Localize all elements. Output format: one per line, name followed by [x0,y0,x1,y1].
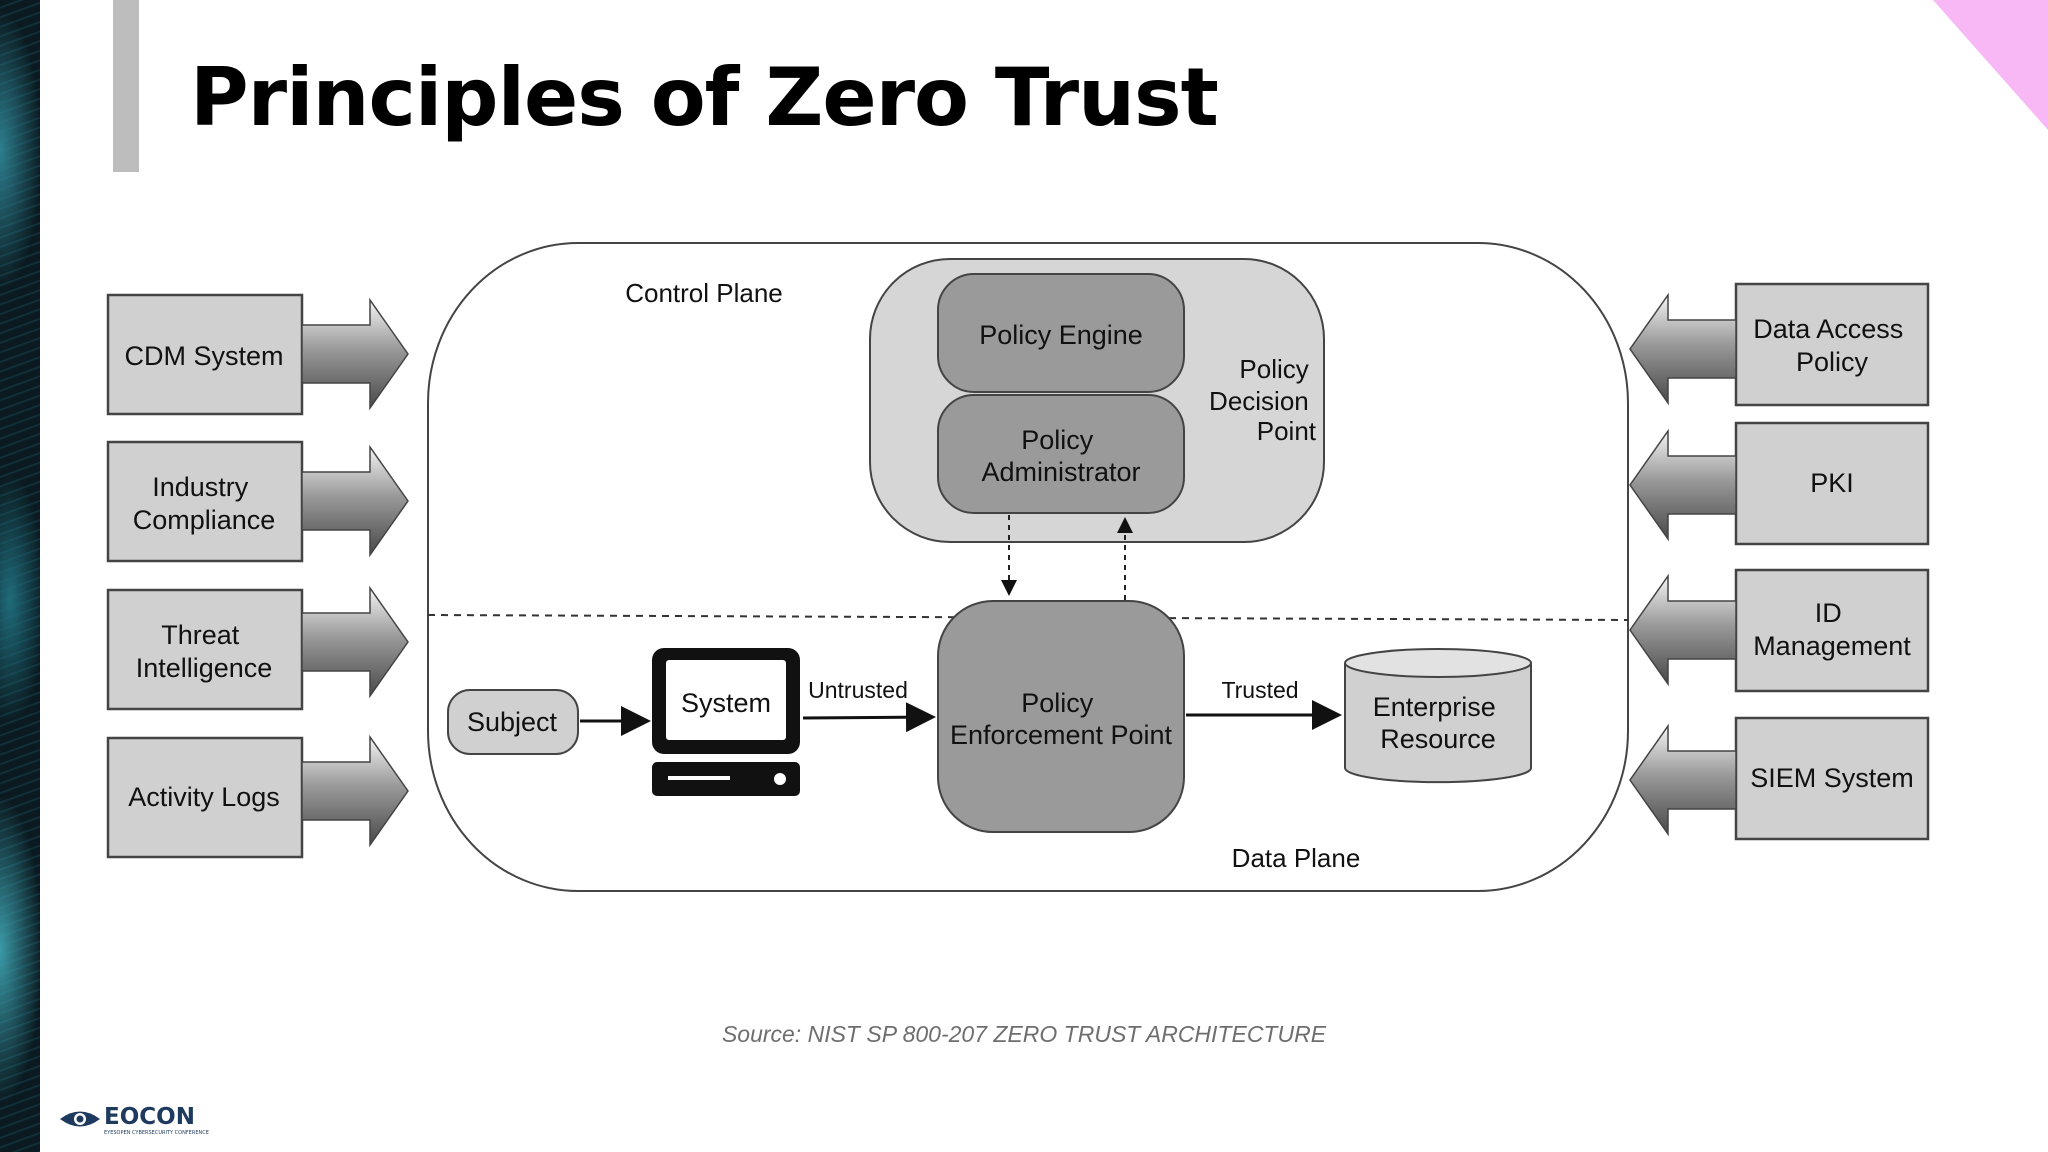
policy-enforcement-point-label: Policy Enforcement Point [950,688,1173,750]
left-arrow-icon [1629,723,1737,837]
policy-engine-box [937,273,1185,393]
enterprise-resource-cylinder [1344,648,1532,784]
computer-icon [652,648,800,796]
untrusted-label: Untrusted [808,677,908,703]
subject-box [447,689,579,755]
left-arrow-icon [1629,428,1737,542]
right-arrow-icon [301,444,409,558]
input-cdm-system: CDM System [106,293,409,416]
left-arrow-icon [1629,292,1737,406]
logo-wordmark: EOCON [104,1104,195,1130]
svg-text:ID Management: ID Management [1753,598,1911,661]
left-arrow-icon [1629,573,1737,687]
eocon-logo: EOCON EYESOPEN CYBERSECURITY CONFERENCE [58,1100,228,1140]
system-label: System [681,688,771,718]
control-plane-label: Control Plane [625,278,783,308]
policy-administrator-label: Policy Administrator [981,425,1140,487]
title-accent-bar [113,0,139,172]
input-activity-logs: Activity Logs [106,734,409,859]
right-arrow-icon [301,297,409,411]
decorative-side-strip [0,0,40,1152]
svg-text:Data Access Policy: Data Access Policy [1753,314,1911,377]
policy-enforcement-point-box [937,600,1185,833]
svg-text:PKI: PKI [1810,468,1854,498]
data-plane-label: Data Plane [1232,843,1361,873]
corner-accent [1933,0,2048,130]
logo-subtitle: EYESOPEN CYBERSECURITY CONFERENCE [104,1130,209,1136]
svg-text:Activity Logs: Activity Logs [128,782,280,812]
input-pki: PKI [1629,421,1930,546]
enterprise-resource-label: Enterprise Resource [1373,692,1504,754]
policy-administrator-box [937,394,1185,514]
subject-label: Subject [467,707,558,737]
right-arrow-icon [301,585,409,699]
svg-text:CDM System: CDM System [124,341,283,371]
svg-text:Threat Intelligence: Threat Intelligence [136,620,273,683]
svg-text:Industry Compliance: Industry Compliance [133,472,276,535]
input-siem-system: SIEM System [1629,716,1930,841]
input-industry-compliance: Industry Compliance [106,440,409,563]
policy-engine-label: Policy Engine [979,320,1143,350]
svg-text:SIEM System: SIEM System [1750,763,1914,793]
source-citation: Source: NIST SP 800-207 ZERO TRUST ARCHI… [721,1021,1327,1047]
system-to-pep-arrow [802,702,936,733]
input-threat-intelligence: Threat Intelligence [106,585,409,711]
input-data-access-policy: Data Access Policy [1629,282,1930,407]
slide-title: Principles of Zero Trust [190,51,1219,144]
eye-icon [60,1111,100,1127]
trusted-label: Trusted [1221,677,1298,703]
policy-decision-point-label: Policy Decision Point [1209,354,1317,446]
right-arrow-icon [301,734,409,848]
input-id-management: ID Management [1629,568,1930,693]
